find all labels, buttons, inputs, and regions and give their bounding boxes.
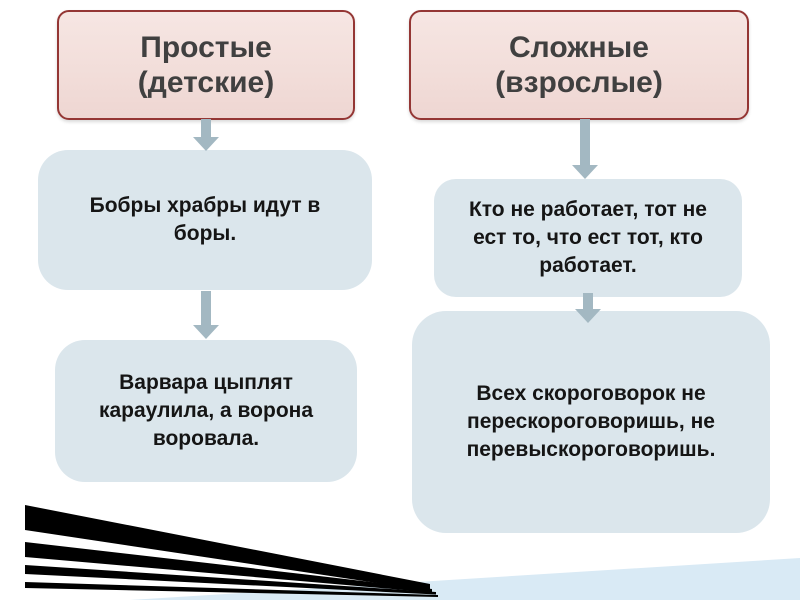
tongue-twister-complex-2: Всех скороговорок не перескороговоришь, …	[412, 311, 770, 533]
tongue-twister-simple-1: Бобры храбры идут в боры.	[38, 150, 372, 290]
header-simple-label: Простые (детские)	[137, 30, 275, 99]
tongue-twister-text: Кто не работает, тот не ест то, что ест …	[468, 198, 707, 277]
header-complex-label: Сложные (взрослые)	[495, 30, 663, 99]
down-arrow-icon	[575, 293, 601, 323]
down-arrow-icon	[193, 291, 219, 339]
tongue-twister-simple-2: Варвара цыплят караулила, а ворона воров…	[55, 340, 357, 482]
header-complex: Сложные (взрослые)	[409, 10, 749, 120]
tongue-twister-text: Всех скороговорок не перескороговоришь, …	[466, 382, 716, 461]
tongue-twister-text: Бобры храбры идут в боры.	[89, 194, 321, 245]
down-arrow-icon	[193, 119, 219, 151]
tongue-twister-complex-1: Кто не работает, тот не ест то, что ест …	[434, 179, 742, 297]
header-simple: Простые (детские)	[57, 10, 355, 120]
down-arrow-icon	[572, 119, 598, 179]
tongue-twister-text: Варвара цыплят караулила, а ворона воров…	[98, 371, 314, 450]
